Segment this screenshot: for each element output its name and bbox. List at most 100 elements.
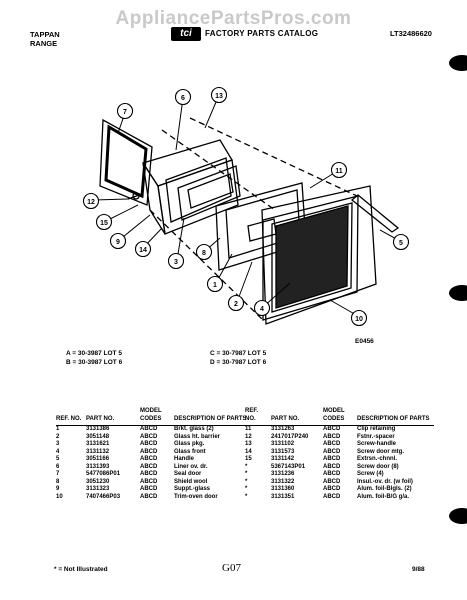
- col-header-model: MODEL CODES: [140, 408, 174, 426]
- watermark-text: AppliancePartsPros.com: [115, 8, 352, 29]
- ref-cell: 5: [56, 456, 60, 462]
- callout-label: 1: [213, 282, 217, 289]
- description-cell: Glass ht. barrier: [174, 433, 221, 440]
- model-code-cell: ABCD: [140, 463, 158, 470]
- description-cell: Insul.-ov. dr. (w foil): [357, 478, 413, 485]
- ref-cell: 10: [56, 493, 63, 500]
- parts-table-right: REF. NO. PART NO. MODEL CODES DESCRIPTIO…: [245, 408, 434, 501]
- description-cell: Extrsn.-chnnl.: [357, 456, 398, 462]
- callout-label: 14: [139, 247, 147, 254]
- ref-cell: 2: [56, 433, 60, 440]
- ref-cell: 11: [245, 426, 252, 432]
- lot-d-label: D = 30-7987 LOT 6: [210, 359, 267, 366]
- description-cell: Alum. foil-Blgls. (2): [357, 486, 412, 492]
- model-code-cell: ABCD: [140, 456, 158, 462]
- part-number-cell: 3131102: [271, 441, 295, 447]
- model-code-cell: ABCD: [323, 448, 341, 455]
- callout-label: 7: [123, 109, 127, 116]
- ref-cell: *: [245, 478, 248, 485]
- part-number-cell: 3131360: [271, 486, 295, 492]
- parts-table-left: REF. NO. PART NO. MODEL CODES DESCRIPTIO…: [56, 408, 251, 501]
- part-number-cell: 3131386: [86, 426, 110, 432]
- callout-label: 2: [234, 301, 238, 308]
- model-code-cell: ABCD: [140, 478, 158, 485]
- catalog-number: LT32486620: [390, 29, 432, 38]
- ref-cell: 6: [56, 463, 60, 470]
- callout-label: 9: [116, 239, 120, 246]
- col-header-desc: DESCRIPTION OF PARTS: [174, 408, 251, 426]
- model-code-cell: ABCD: [140, 448, 158, 455]
- wci-logo: tci: [171, 27, 201, 41]
- model-code-cell: ABCD: [323, 456, 341, 462]
- description-cell: Handle: [174, 456, 195, 462]
- description-cell: Screw door mtg.: [357, 448, 405, 455]
- description-cell: Brkt. glass (2): [174, 426, 214, 432]
- part-number-cell: 5477086P01: [86, 471, 121, 477]
- col-header-desc: DESCRIPTION OF PARTS: [357, 408, 434, 426]
- door-seal-part: [99, 118, 153, 206]
- ref-cell: *: [245, 471, 248, 477]
- ref-cell: 7: [56, 471, 60, 477]
- part-number-cell: 7407466P03: [86, 493, 121, 500]
- ref-cell: 14: [245, 448, 252, 455]
- description-cell: Trim-oven door: [174, 493, 218, 500]
- ref-cell: 13: [245, 441, 252, 447]
- lot-c-label: C = 30-7987 LOT 5: [210, 350, 267, 357]
- footnote: * = Not Illustrated: [54, 566, 108, 573]
- model-code-cell: ABCD: [140, 426, 158, 432]
- description-cell: Glass pkg.: [174, 441, 205, 447]
- description-cell: Shield wool: [174, 478, 208, 485]
- part-number-cell: 3131236: [271, 471, 295, 477]
- callout-label: 4: [260, 306, 264, 313]
- brand-name: TAPPAN: [30, 30, 60, 39]
- model-code-cell: ABCD: [140, 441, 158, 447]
- part-number-cell: 3131621: [86, 441, 110, 447]
- glass-front-part: [262, 195, 359, 321]
- part-number-cell: 3131263: [271, 426, 295, 432]
- part-number-cell: 3131323: [86, 486, 110, 492]
- model-code-cell: ABCD: [140, 493, 158, 500]
- page-code: G07: [222, 562, 241, 574]
- model-code-cell: ABCD: [323, 493, 341, 500]
- drawing-id: E0456: [355, 338, 374, 345]
- binder-hole-mark: [449, 55, 467, 71]
- ref-cell: 9: [56, 486, 60, 492]
- product-type: RANGE: [30, 39, 58, 48]
- model-code-cell: ABCD: [323, 426, 341, 432]
- oven-door-trim-part: [261, 185, 377, 325]
- ref-cell: 12: [245, 433, 252, 440]
- part-number-cell: 3131132: [86, 448, 110, 455]
- description-cell: Fstnr.-spacer: [357, 433, 395, 440]
- model-code-cell: ABCD: [140, 486, 158, 492]
- description-cell: Screw-handle: [357, 441, 397, 447]
- model-code-cell: ABCD: [323, 433, 341, 440]
- model-code-cell: ABCD: [140, 433, 158, 440]
- lot-a-label: A = 30-3987 LOT 5: [66, 350, 122, 357]
- callout-label: 6: [181, 95, 185, 102]
- callout-label: 3: [174, 259, 178, 266]
- part-number-cell: 3051230: [86, 478, 110, 485]
- table-row: 10 7407466P03 ABCD Trim-oven door: [56, 494, 251, 502]
- model-code-cell: ABCD: [323, 478, 341, 485]
- col-header-part: PART NO.: [271, 408, 323, 426]
- description-cell: Alum. foil-B/G g/a.: [357, 493, 409, 500]
- brand-header: TAPPAN RANGE: [30, 30, 60, 48]
- model-code-cell: ABCD: [323, 441, 341, 447]
- col-header-model: MODEL CODES: [323, 408, 357, 426]
- part-number-cell: 3131393: [86, 463, 110, 470]
- ref-cell: 8: [56, 478, 60, 485]
- part-number-cell: 3051166: [86, 456, 110, 462]
- description-cell: Screw (4): [357, 471, 384, 477]
